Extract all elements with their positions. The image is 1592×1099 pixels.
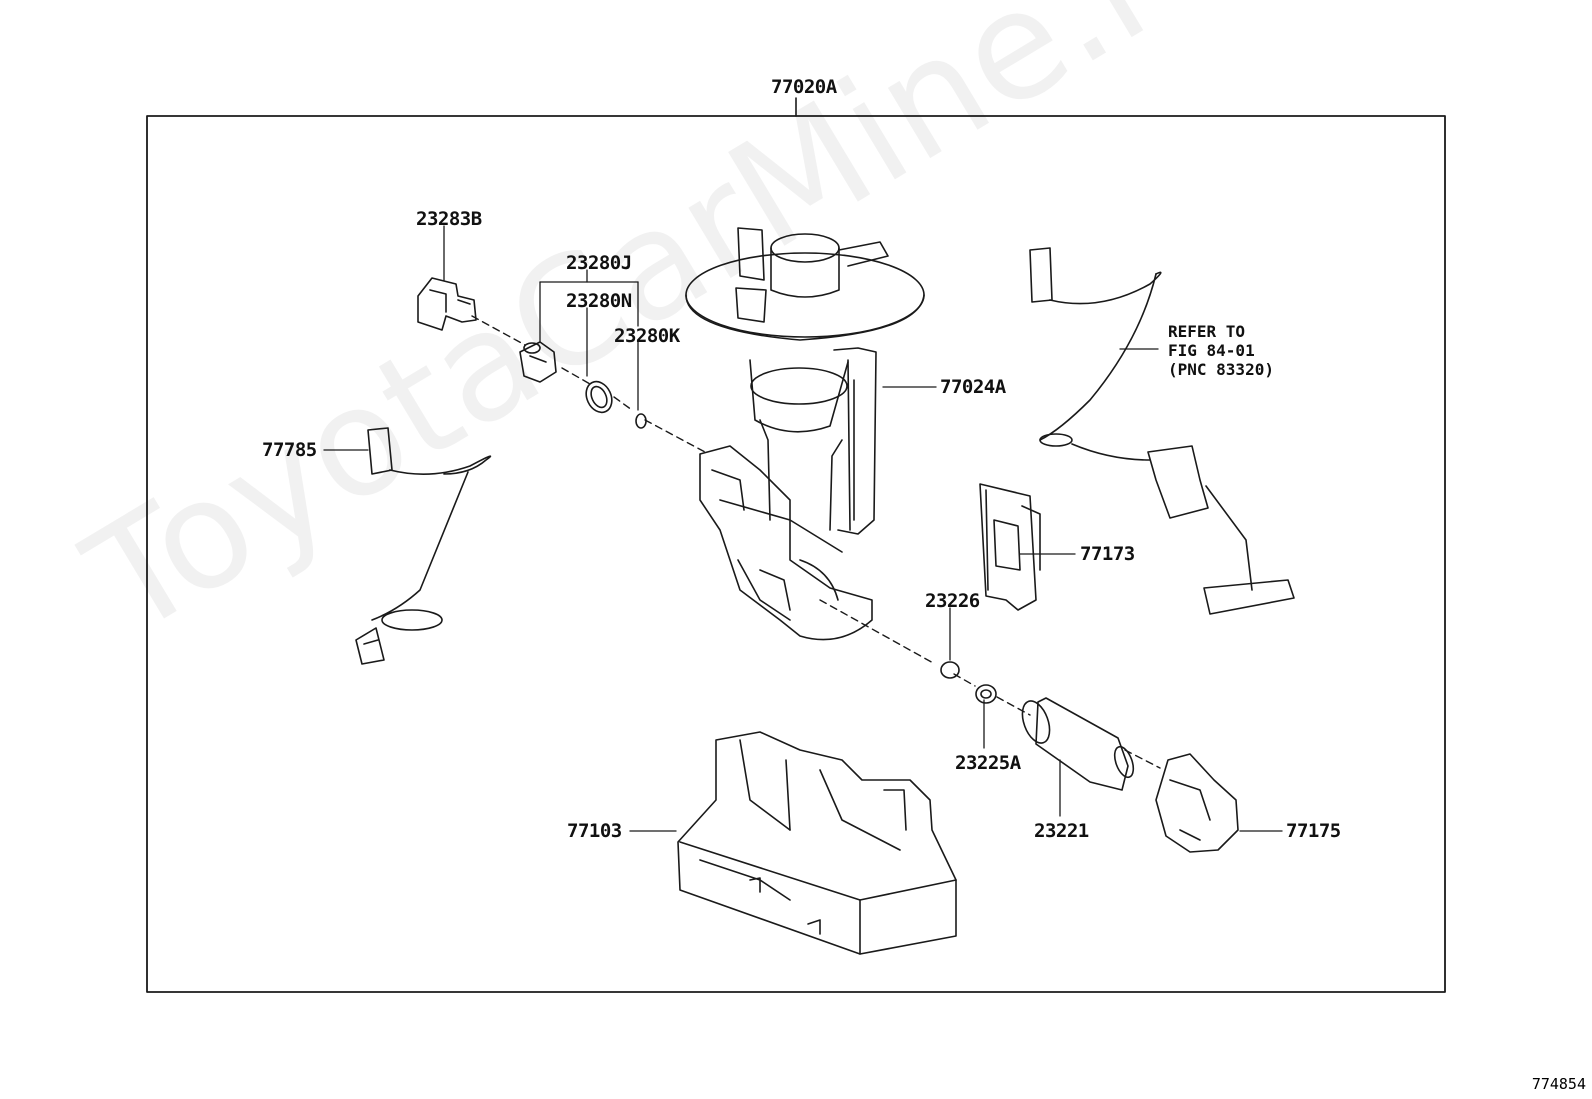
oring-23280N-icon bbox=[585, 380, 613, 414]
label-23226: 23226 bbox=[925, 590, 980, 612]
retainer-77175-icon bbox=[1155, 753, 1239, 853]
fuel-pump-23221-icon bbox=[1021, 697, 1135, 791]
clip-23283B-icon bbox=[417, 277, 477, 331]
plate-77173-icon bbox=[979, 483, 1041, 611]
label-77020A: 77020A bbox=[771, 76, 837, 98]
label-23280K: 23280K bbox=[614, 325, 680, 347]
leader-lines bbox=[323, 225, 1283, 832]
label-23225A: 23225A bbox=[955, 752, 1021, 774]
filter-23225A-icon bbox=[975, 684, 997, 704]
sender-gauge-77785-icon bbox=[355, 427, 492, 665]
ring-23226-icon bbox=[940, 661, 960, 679]
label-77785: 77785 bbox=[262, 439, 317, 461]
pump-module-77024A-icon bbox=[685, 227, 925, 641]
label-23280N: 23280N bbox=[566, 290, 632, 312]
figure-id: 774854 bbox=[1531, 1075, 1586, 1093]
label-23280J: 23280J bbox=[566, 252, 632, 274]
refer-note-line3: (PNC 83320) bbox=[1168, 360, 1274, 379]
label-77173: 77173 bbox=[1080, 543, 1135, 565]
label-77103: 77103 bbox=[567, 820, 622, 842]
refer-note-line2: FIG 84-01 bbox=[1168, 341, 1255, 360]
refer-note-line1: REFER TO bbox=[1168, 322, 1246, 341]
ring-23280K-icon bbox=[635, 413, 647, 429]
label-77175: 77175 bbox=[1286, 820, 1341, 842]
float-wire-refer-icon bbox=[1029, 247, 1295, 615]
subtank-77103-icon bbox=[677, 731, 957, 955]
label-77024A: 77024A bbox=[940, 376, 1006, 398]
sender-23280J-icon bbox=[519, 341, 557, 383]
assembly-axis bbox=[471, 315, 1161, 769]
label-23221: 23221 bbox=[1034, 820, 1089, 842]
label-23283B: 23283B bbox=[416, 208, 482, 230]
refer-note: REFER TO FIG 84-01 (PNC 83320) bbox=[1168, 322, 1274, 379]
assembly-frame bbox=[146, 115, 1446, 993]
